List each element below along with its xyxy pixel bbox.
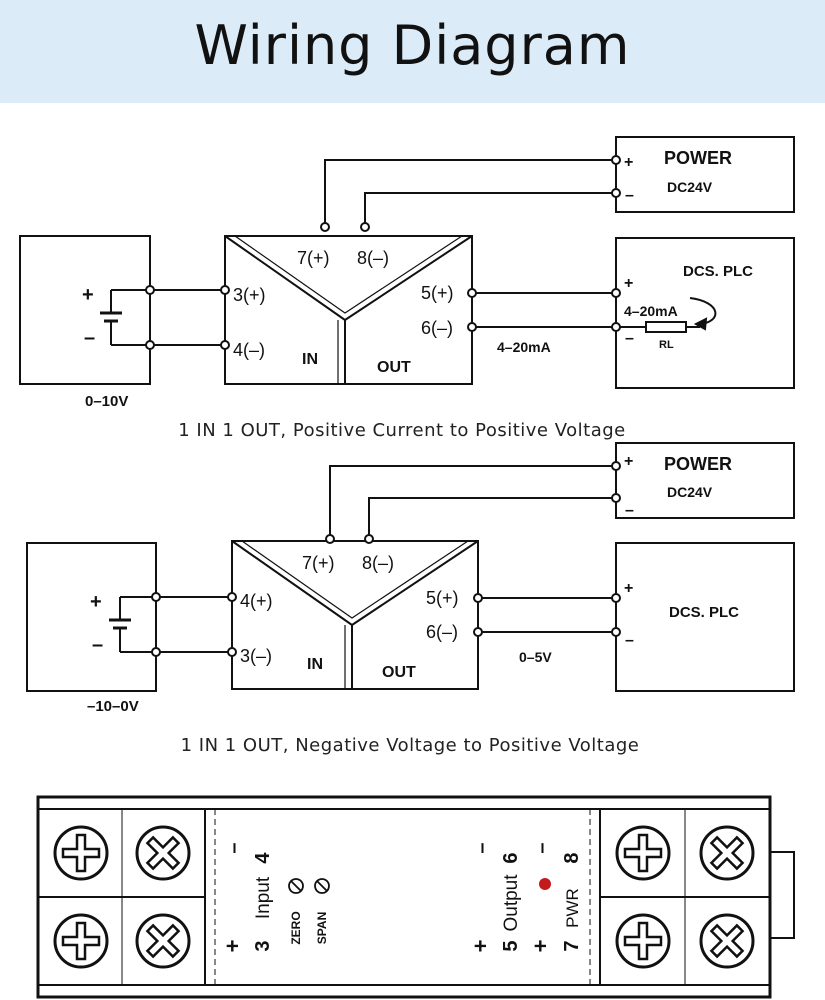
out-label-2: OUT [382,664,416,681]
source-range-label-2: –10–0V [87,698,139,715]
output-minus-sign: – [471,842,493,853]
in-label-2: IN [307,656,323,673]
title-banner: Wiring Diagram [0,0,825,103]
screw-icon [53,913,109,969]
out-label: OUT [377,359,411,376]
span-pot-icon [314,878,330,894]
din-rail-clip [769,851,795,939]
power-spec-2: DC24V [667,484,713,500]
battery-icon [100,289,150,346]
source-plus-sign: + [82,284,94,306]
resistor-label: RL [659,339,674,351]
plc-box [615,237,795,389]
pwr-led-indicator [539,878,551,890]
input-plus-sign: + [220,940,245,953]
terminal-8-label: 8(–) [357,248,389,268]
zero-label: ZERO [289,911,303,944]
input-terminal-4-number: 4 [252,852,274,864]
in-label: IN [302,351,318,368]
signal-source-box-2 [26,542,157,692]
screw-icon [135,913,191,969]
power-minus-sign: – [625,187,634,204]
battery-icon-2 [109,596,156,653]
screw-icon [699,825,755,881]
span-label: SPAN [315,912,329,944]
power-spec: DC24V [667,179,713,195]
output-plus-sign: + [468,940,493,953]
load-resistor-icon [645,321,687,333]
pwr-label: PWR [563,888,582,928]
pwr-minus-sign: – [531,842,553,853]
pwr-terminal-8-number: 8 [561,852,583,863]
output-terminal-5-number: 5 [500,940,522,951]
power-title: POWER [664,148,732,168]
terminal-out-pos-label-2: 5(+) [426,588,459,608]
screw-icon [615,913,671,969]
terminal-8-label-2: 8(–) [362,553,394,573]
power-plus-sign: + [624,154,633,171]
plc-title-2: DCS. PLC [669,604,739,621]
diagram-1 [19,136,795,389]
diagram2-caption: 1 IN 1 OUT, Negative Voltage to Positive… [181,735,640,756]
converter-module [224,235,473,385]
input-minus-sign: – [223,842,245,853]
terminal-out-pos-label: 5(+) [421,283,454,303]
input-terminal-3-number: 3 [252,940,274,951]
page-title: Wiring Diagram [194,14,631,77]
source-terminal-neg [145,340,155,350]
power-title-2: POWER [664,454,732,474]
input-label: Input [253,876,274,919]
plc-plus-sign: + [624,275,633,292]
plc-minus-sign: – [625,330,634,347]
terminal-in-neg-label: 4(–) [233,340,265,360]
terminal-in-neg-label-2: 3(–) [240,646,272,666]
module-front-view [36,795,795,999]
diagram1-caption: 1 IN 1 OUT, Positive Current to Positive… [178,420,625,441]
pwr-plus-sign: + [528,940,553,953]
output-terminal-6-number: 6 [500,852,522,863]
screw-terminals [53,825,755,969]
zero-pot-icon [288,878,304,894]
plc-plus-sign-2: + [624,580,633,597]
terminal-7-label-2: 7(+) [302,553,335,573]
power-supply-box [615,136,795,213]
plc-minus-sign-2: – [625,632,634,649]
source-terminal-pos [145,285,155,295]
power-supply-box-2 [615,442,795,519]
terminal-out-neg-label-2: 6(–) [426,622,458,642]
source-plus-sign-2: + [90,591,102,613]
screw-icon [135,825,191,881]
signal-source-box [19,235,151,385]
source-range-label: 0–10V [85,393,128,410]
power-minus-sign-2: – [625,502,634,519]
output-label: Output [501,874,522,932]
terminal-in-pos-label-2: 4(+) [240,591,273,611]
converter-module-2 [231,540,479,690]
diagram-2 [26,442,795,692]
source-minus-sign-2: – [92,634,103,656]
source-minus-sign: – [84,327,95,349]
screw-icon [53,825,109,881]
terminal-out-neg-label: 6(–) [421,318,453,338]
pwr-terminal-7-number: 7 [561,940,583,951]
power-plus-sign-2: + [624,453,633,470]
plc-box-2 [615,542,795,692]
terminal-in-pos-label: 3(+) [233,285,266,305]
output-signal-label: 4–20mA [497,339,551,355]
screw-icon [615,825,671,881]
output-signal-label-2: 0–5V [519,649,552,665]
loop-current-label: 4–20mA [624,303,678,319]
screw-icon [699,913,755,969]
terminal-7-label: 7(+) [297,248,330,268]
plc-title: DCS. PLC [683,263,753,280]
